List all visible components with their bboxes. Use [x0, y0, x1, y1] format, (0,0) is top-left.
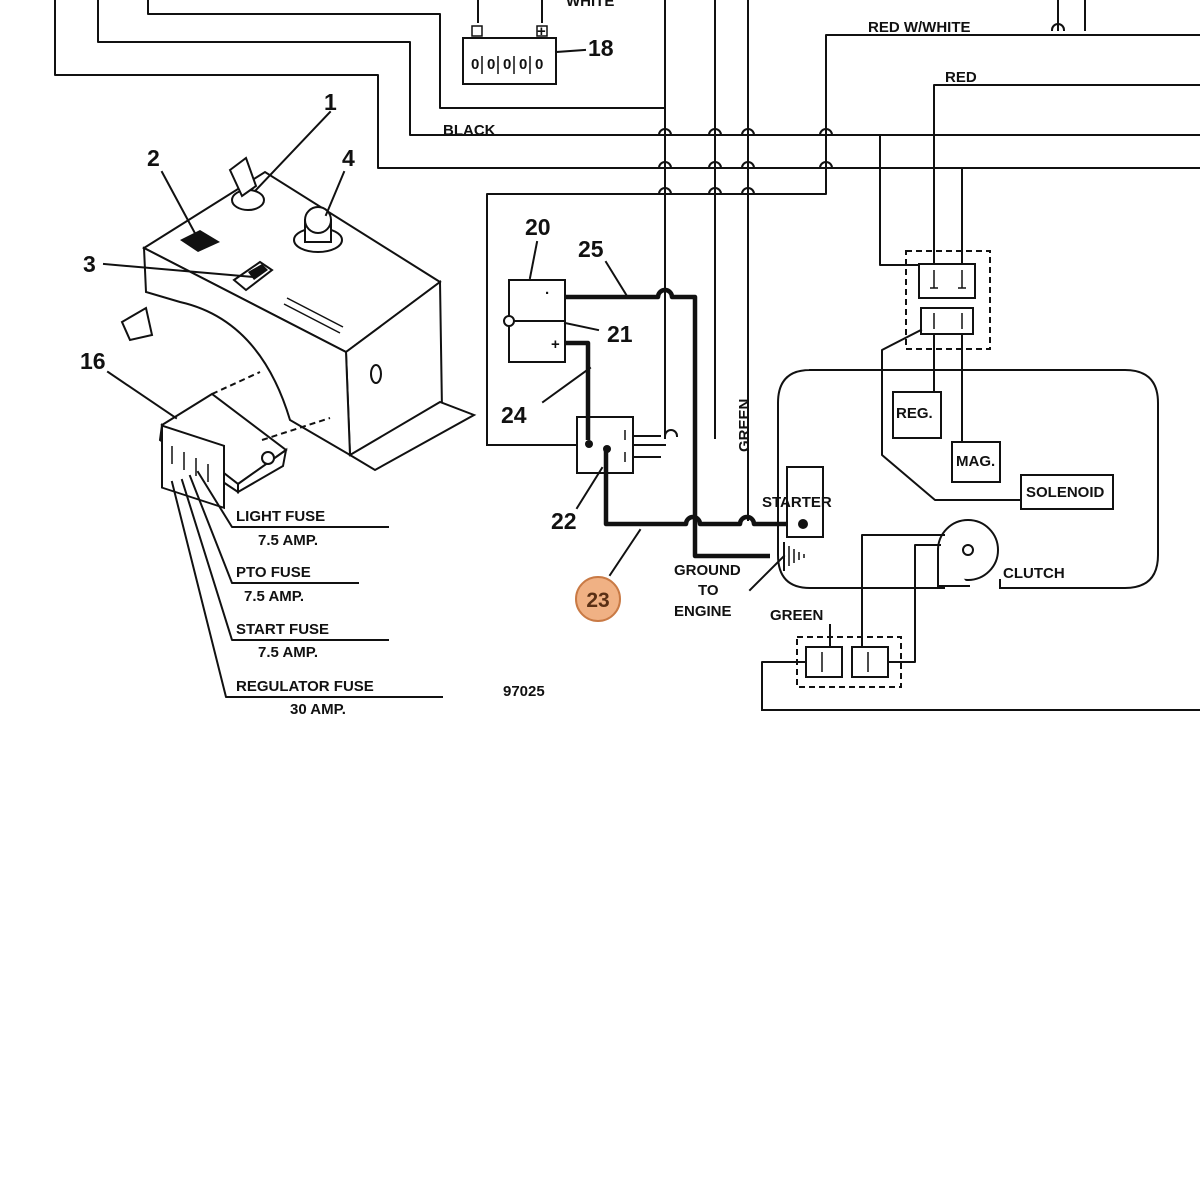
battery: + 0 0 0 0 0 [462, 23, 587, 85]
callout-1: 1 [324, 89, 337, 115]
reg-label: REG. [896, 405, 933, 422]
fuse-rating-regulator: 30 AMP. [290, 701, 346, 718]
regulator-box: REG. [892, 391, 942, 439]
callout-24: 24 [501, 402, 527, 428]
callout-16: 16 [80, 348, 106, 374]
solenoid-wires [881, 328, 1022, 501]
callout-23-label: 23 [586, 589, 609, 612]
switch-2-icon [180, 230, 220, 252]
fuse-rating-pto: 7.5 AMP. [244, 588, 304, 605]
figure-id: 97025 [503, 683, 545, 700]
callout-25: 25 [578, 236, 604, 262]
choke-knob-icon [293, 206, 343, 253]
battery-cables [565, 287, 808, 559]
red-white-wire-label: RED W/WHITE [868, 19, 971, 36]
green-wire-label-vertical: GREEN [736, 399, 753, 452]
fuse-name-pto: PTO FUSE [236, 564, 311, 581]
ground-label-line3: ENGINE [674, 603, 732, 620]
connector-block-bottom [761, 534, 1200, 711]
mag-label: MAG. [956, 453, 995, 470]
svg-text:·: · [545, 285, 550, 302]
black-wire-label: BLACK [443, 122, 496, 139]
right-harness-wires [486, 34, 1200, 446]
svg-text:0: 0 [487, 56, 495, 73]
white-wire-label-partial: WHITE [566, 0, 614, 10]
fuse-mount-dashed-line-2 [261, 417, 331, 441]
control-panel [120, 170, 477, 472]
green-wire-label-bottom: GREEN [770, 607, 823, 624]
starter-label: STARTER [762, 494, 832, 511]
fuse-name-regulator: REGULATOR FUSE [236, 678, 374, 695]
fuse-labels: LIGHT FUSE 7.5 AMP. PTO FUSE 7.5 AMP. ST… [236, 508, 374, 718]
solenoid-box: SOLENOID [1020, 474, 1114, 510]
svg-text:+: + [551, 336, 560, 353]
fuse-name-start: START FUSE [236, 621, 329, 638]
starter: STARTER [762, 466, 832, 538]
callout-22: 22 [551, 508, 577, 534]
clutch-label: CLUTCH [1003, 565, 1065, 582]
svg-text:+: + [537, 23, 546, 40]
callout-4: 4 [342, 145, 355, 171]
fuse-holder [158, 392, 288, 510]
highlighted-callout-23[interactable]: 23 [575, 576, 621, 622]
fuse-name-light: LIGHT FUSE [236, 508, 325, 525]
magneto-box: MAG. [951, 441, 1001, 483]
relay-module: · + [503, 279, 600, 363]
red-wire-label: RED [945, 69, 977, 86]
callout-20: 20 [525, 214, 551, 240]
svg-text:0: 0 [519, 56, 527, 73]
fuse-mount-dashed-line-1 [211, 371, 261, 395]
connector-block-top [905, 250, 991, 350]
callout-2: 2 [147, 145, 160, 171]
svg-text:0: 0 [535, 56, 543, 73]
fuse-leaders [170, 470, 443, 698]
ground-label-line1: GROUND [674, 562, 741, 579]
callout-21: 21 [607, 321, 633, 347]
fuse-rating-light: 7.5 AMP. [258, 532, 318, 549]
ground-label-line2: TO [698, 582, 719, 599]
fuse-rating-start: 7.5 AMP. [258, 644, 318, 661]
svg-text:0: 0 [471, 56, 479, 73]
engine-outline [777, 368, 1159, 589]
svg-text:0: 0 [503, 56, 511, 73]
callout-3: 3 [83, 251, 96, 277]
ignition-key-icon [228, 156, 265, 211]
callout-18: 18 [588, 35, 614, 61]
callout-leaders [102, 110, 642, 577]
solenoid-label: SOLENOID [1026, 484, 1105, 501]
clutch: CLUTCH [937, 519, 1065, 589]
